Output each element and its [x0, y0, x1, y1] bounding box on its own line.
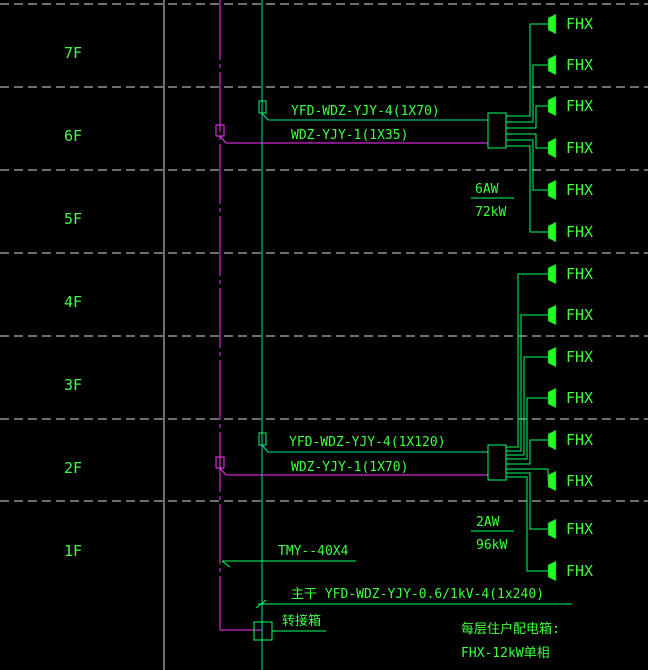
floor-labels: 7F 6F 5F 4F 3F 2F 1F — [64, 44, 82, 560]
fhx-terminal-icon — [547, 221, 557, 243]
fhx-terminal-icon — [547, 137, 557, 159]
upper-output-label: FHX — [566, 56, 593, 74]
fhx-terminal-icon — [547, 179, 557, 201]
fhx-terminal-icon — [547, 518, 557, 540]
upper-breaker-label: 6AW — [475, 182, 499, 197]
lower-output-label: FHX — [566, 265, 593, 283]
upper-output-label: FHX — [566, 139, 593, 157]
floor-label-3f: 3F — [64, 376, 82, 394]
lower-output-label: FHX — [566, 348, 593, 366]
fhx-terminal-icon — [547, 263, 557, 285]
lower-normal-cable-line — [219, 467, 488, 476]
fhx-terminal-icon — [547, 346, 557, 368]
lower-breaker-label: 2AW — [476, 515, 500, 530]
floor-label-5f: 5F — [64, 210, 82, 228]
upper-output-label: FHX — [566, 181, 593, 199]
fhx-terminal-icon — [547, 95, 557, 117]
lower-load-label: 96kW — [476, 538, 507, 553]
fhx-terminal-icon — [547, 470, 557, 492]
lower-output-label: FHX — [566, 431, 593, 449]
lower-fire-cable-line — [261, 444, 488, 453]
floor-label-4f: 4F — [64, 293, 82, 311]
lower-output-label: FHX — [566, 389, 593, 407]
upper-normal-cable-label: WDZ-YJY-1(1X35) — [291, 128, 408, 143]
lower-output-label: FHX — [566, 520, 593, 538]
lower-normal-cable-label: WDZ-YJY-1(1X70) — [291, 460, 408, 475]
lower-distribution-box — [487, 444, 507, 481]
upper-feeder: YFD-WDZ-YJY-4(1X70) WDZ-YJY-1(1X35) 6AW … — [215, 13, 593, 243]
junction-box — [253, 621, 273, 641]
fhx-terminal-icon — [547, 429, 557, 451]
note-line-1: 每层住户配电箱: — [461, 621, 560, 637]
floor-label-6f: 6F — [64, 127, 82, 145]
floor-label-1f: 1F — [64, 542, 82, 560]
ground-bus-label: TMY--40X4 — [278, 544, 349, 559]
fhx-terminal-icon — [547, 304, 557, 326]
upper-distribution-box — [487, 112, 507, 149]
upper-output-label: FHX — [566, 223, 593, 241]
fhx-terminal-icon — [547, 54, 557, 76]
lower-fire-cable-label: YFD-WDZ-YJY-4(1X120) — [289, 435, 446, 450]
upper-fire-cable-label: YFD-WDZ-YJY-4(1X70) — [291, 104, 440, 119]
lower-output-label: FHX — [566, 472, 593, 490]
lower-output-label: FHX — [566, 306, 593, 324]
floor-label-7f: 7F — [64, 44, 82, 62]
fhx-terminal-icon — [547, 560, 557, 582]
note-line-2: FHX-12kW单相 — [461, 646, 550, 661]
lower-output-label: FHX — [566, 562, 593, 580]
floor-label-2f: 2F — [64, 459, 82, 477]
upper-fire-cable-line — [261, 112, 488, 121]
upper-output-label: FHX — [566, 97, 593, 115]
upper-normal-cable-line — [219, 135, 488, 144]
main-trunk-label: 主干 YFD-WDZ-YJY-0.6/1kV-4(1x240) — [291, 587, 544, 602]
floor-dividers — [0, 3, 648, 502]
lower-feeder: YFD-WDZ-YJY-4(1X120) WDZ-YJY-1(1X70) 2AW… — [215, 263, 593, 582]
upper-load-label: 72kW — [475, 205, 506, 220]
junction-box-label: 转接箱 — [282, 613, 321, 629]
fhx-terminal-icon — [547, 387, 557, 409]
upper-output-label: FHX — [566, 15, 593, 33]
ground-floor-section: TMY--40X4 主干 YFD-WDZ-YJY-0.6/1kV-4(1x240… — [221, 544, 572, 641]
fhx-terminal-icon — [547, 13, 557, 35]
